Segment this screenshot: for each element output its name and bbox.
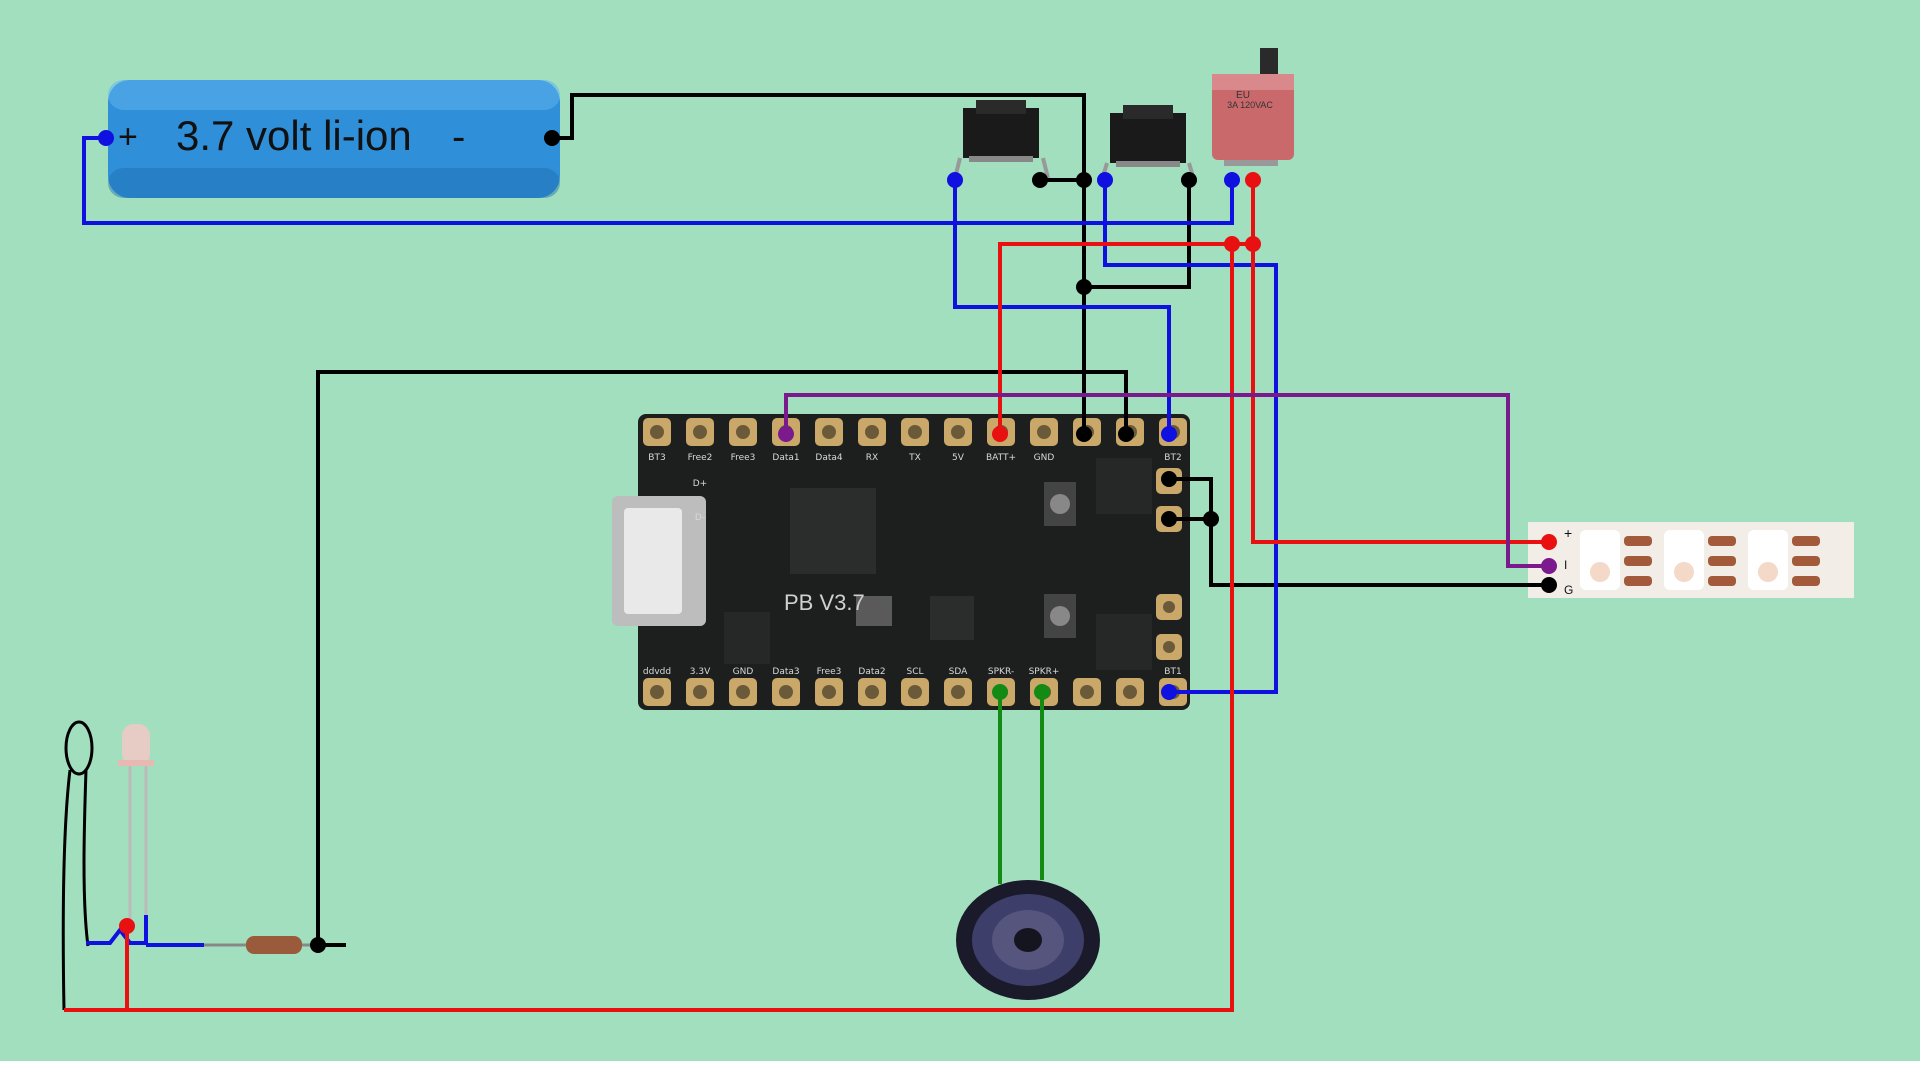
side-pin-column: D+ D- [693, 468, 1182, 660]
top-pin-label: Free3 [731, 453, 756, 463]
bottom-pin-label: SPKR- [988, 667, 1014, 677]
speaker-icon [956, 880, 1100, 1000]
junction-dot [1076, 279, 1092, 295]
top-pin-label: Data1 [772, 453, 799, 463]
wire [998, 180, 1255, 434]
top-pin-label: BT2 [1164, 453, 1181, 463]
slide-switch-icon: EU 3A 120VAC [1212, 48, 1294, 166]
pushbutton-icon [953, 100, 1050, 179]
junction-dot [947, 172, 963, 188]
junction-dot [98, 130, 114, 146]
bottom-pin-label: Data2 [858, 667, 885, 677]
top-pin-label: TX [908, 453, 921, 463]
battery-label: 3.7 volt li-ion [176, 112, 412, 159]
wire [1169, 477, 1549, 587]
sensor-loop-icon [61, 720, 94, 1011]
wire [64, 244, 1234, 1012]
wire [1251, 244, 1549, 544]
led-icon [118, 724, 154, 930]
bottom-pin-label: SDA [949, 667, 968, 677]
strip-data-label: I [1564, 558, 1567, 572]
junctions [98, 130, 1557, 953]
wire [82, 136, 1234, 225]
junction-dot [1076, 426, 1092, 442]
bottom-pin-label: SPKR+ [1029, 667, 1060, 677]
bottom-pin-label: SCL [906, 667, 923, 677]
junction-dot [1541, 577, 1557, 593]
junction-dot [1224, 172, 1240, 188]
wires [64, 93, 1549, 1012]
top-pin-label: GND [1034, 453, 1055, 463]
junction-dot [1224, 236, 1240, 252]
side-pin-label: D- [695, 513, 705, 523]
junction-dot [778, 426, 794, 442]
wire [953, 180, 1171, 434]
junction-dot [119, 918, 135, 934]
junction-dot [1161, 684, 1177, 700]
junction-dot [992, 684, 1008, 700]
junction-dot [1245, 172, 1261, 188]
junction-dot [1245, 236, 1261, 252]
battery-icon: + 3.7 volt li-ion - [108, 80, 560, 198]
bottom-pin-label: BT1 [1164, 667, 1181, 677]
board-name: PB V3.7 [784, 590, 865, 615]
bottom-pin-label: ddvdd [643, 667, 671, 677]
junction-dot [1161, 471, 1177, 487]
junction-dot [992, 426, 1008, 442]
led-strip-icon: + I G [1528, 522, 1854, 598]
junction-dot [544, 130, 560, 146]
battery-plus-label: + [118, 118, 138, 156]
board-components [724, 458, 1152, 670]
top-pin-label: Data4 [815, 453, 842, 463]
wire [552, 93, 1086, 434]
top-pin-label: BT3 [648, 453, 665, 463]
junction-dot [1203, 511, 1219, 527]
top-pin-label: BATT+ [986, 453, 1016, 463]
wire [1103, 180, 1278, 694]
bottom-pin-label: Free3 [817, 667, 842, 677]
junction-dot [1076, 172, 1092, 188]
junction-dot [1541, 558, 1557, 574]
bottom-pin-label: Data3 [772, 667, 799, 677]
strip-ground-label: G [1564, 583, 1573, 597]
junction-dot [1032, 172, 1048, 188]
bottom-pin-label: GND [733, 667, 754, 677]
junction-dot [1118, 426, 1134, 442]
junction-dot [1034, 684, 1050, 700]
strip-plus-label: + [1564, 525, 1572, 541]
top-pin-label: 5V [952, 453, 965, 463]
switch-label-2: 3A 120VAC [1227, 100, 1273, 110]
junction-dot [1181, 172, 1197, 188]
junction-dot [1097, 172, 1113, 188]
side-pin-label: D+ [693, 479, 707, 489]
junction-dot [1161, 426, 1177, 442]
junction-dot [1161, 511, 1177, 527]
usb-port-icon [612, 496, 706, 626]
top-pin-label: RX [866, 453, 878, 463]
wire [316, 370, 1128, 945]
battery-minus-label: - [452, 115, 465, 159]
junction-dot [310, 937, 326, 953]
switch-label-1: EU [1236, 90, 1250, 101]
wire [1084, 180, 1191, 289]
wire [784, 393, 1549, 568]
junction-dot [1541, 534, 1557, 550]
top-pin-label: Free2 [688, 453, 713, 463]
bottom-pin-label: 3.3V [690, 667, 711, 677]
